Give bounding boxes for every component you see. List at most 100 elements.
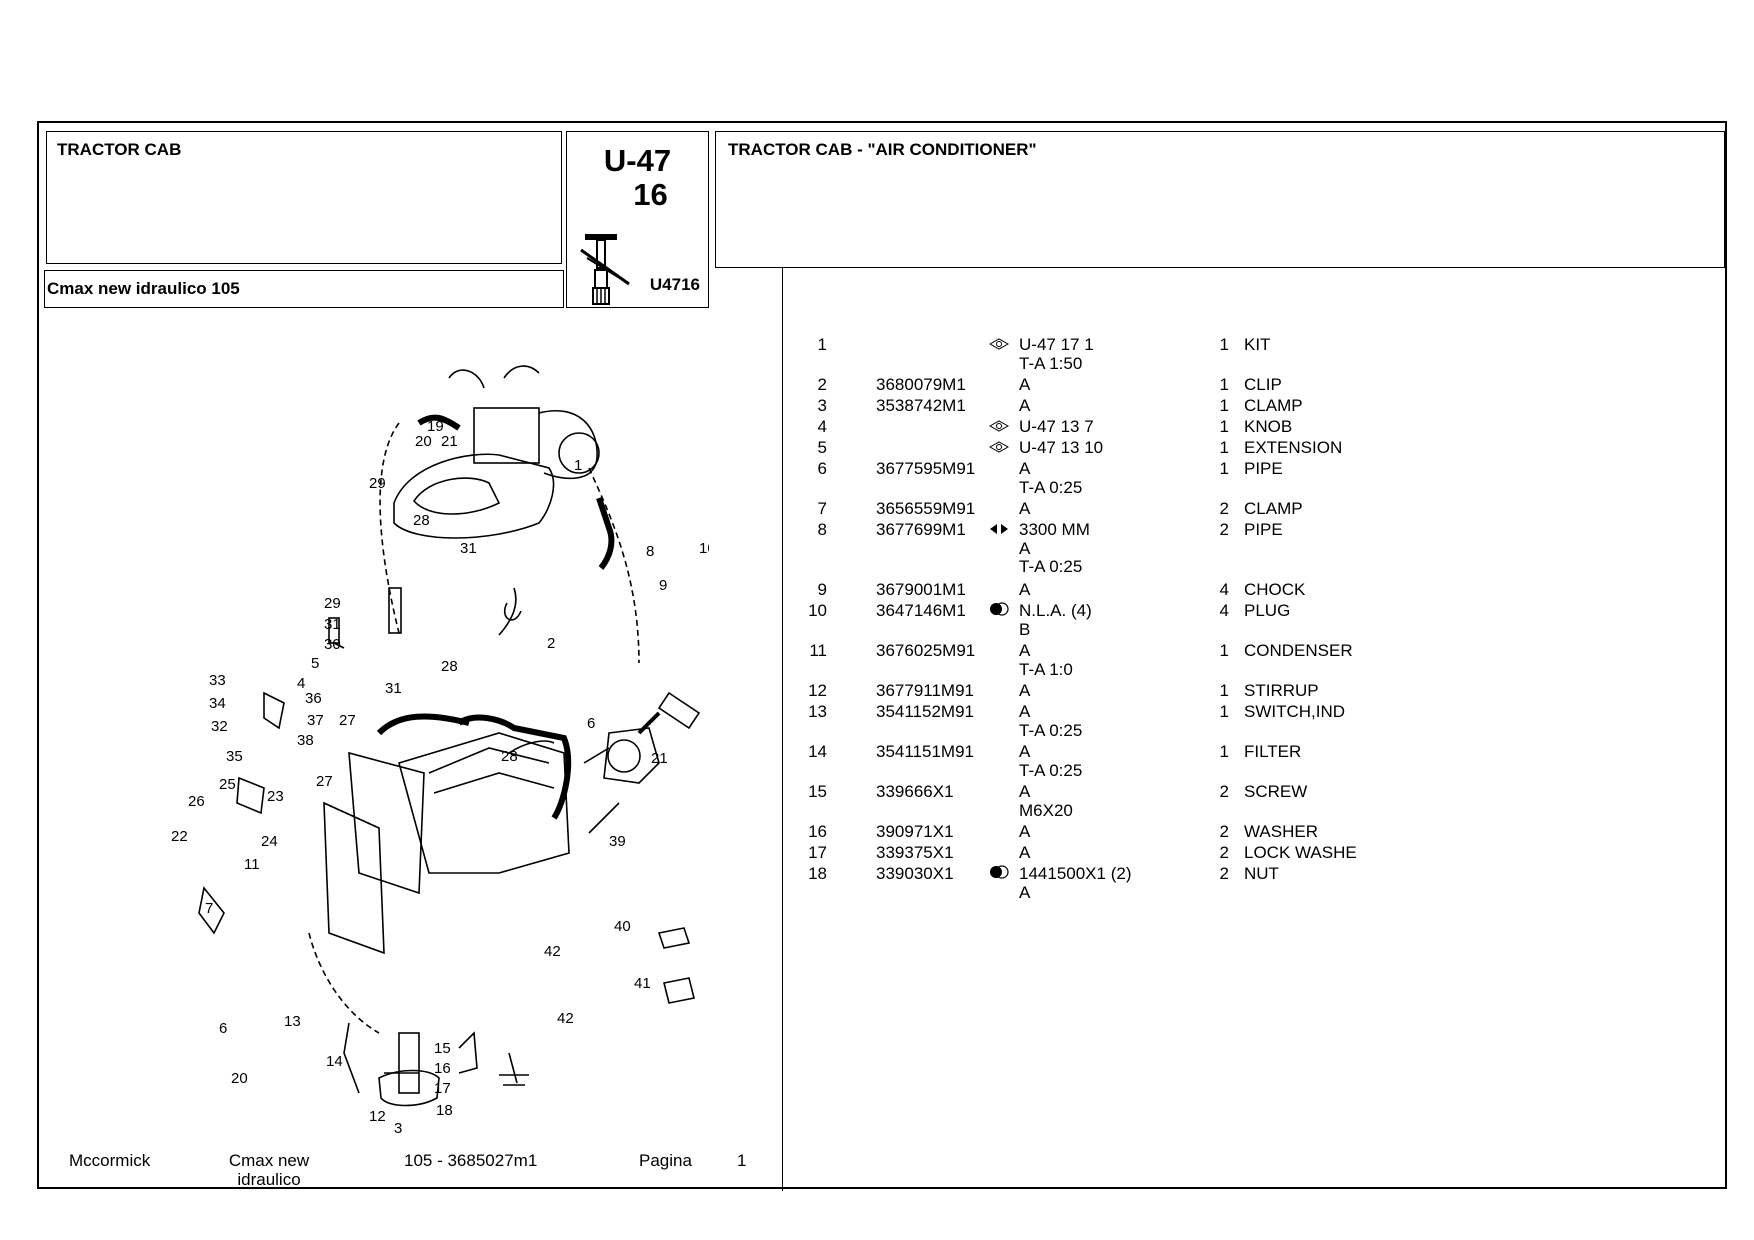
group-code: U-47 16 bbox=[567, 144, 708, 212]
replacement-icon bbox=[987, 601, 1011, 621]
section-title: TRACTOR CAB bbox=[46, 131, 562, 264]
part-note: T-A 1:0 bbox=[1019, 660, 1073, 679]
item-number: 11 bbox=[809, 641, 827, 660]
callout-label: 24 bbox=[261, 833, 278, 850]
callout-label: 33 bbox=[209, 672, 226, 689]
callout-label: 39 bbox=[609, 833, 626, 850]
part-number: 3647146M1 bbox=[876, 601, 966, 620]
part-quantity: 1 bbox=[1219, 742, 1229, 761]
part-description: CONDENSER bbox=[1244, 641, 1353, 660]
callout-label: 30 bbox=[324, 636, 341, 653]
part-quantity: 1 bbox=[1219, 438, 1229, 457]
callout-label: 14 bbox=[326, 1053, 343, 1070]
part-description: STIRRUP bbox=[1244, 681, 1319, 700]
column-divider bbox=[782, 267, 783, 1191]
part-description: CLIP bbox=[1244, 375, 1282, 394]
part-number: 339375X1 bbox=[876, 843, 954, 862]
callout-label: 18 bbox=[436, 1102, 453, 1119]
part-number: 3677595M91 bbox=[876, 459, 976, 478]
callout-label: 2 bbox=[547, 635, 555, 652]
part-reference: 1441500X1 (2) bbox=[1019, 864, 1132, 883]
part-description: CLAMP bbox=[1244, 499, 1303, 518]
item-number: 18 bbox=[808, 864, 827, 883]
callout-label: 36 bbox=[305, 690, 322, 707]
callout-label: 10 bbox=[699, 540, 709, 557]
part-number: 339030X1 bbox=[876, 864, 954, 883]
part-number: 3680079M1 bbox=[876, 375, 966, 394]
callout-label: 15 bbox=[434, 1040, 451, 1057]
part-number: 3677699M1 bbox=[876, 520, 966, 539]
footer-page-number: 1 bbox=[737, 1151, 747, 1170]
replacement-icon bbox=[987, 864, 1011, 884]
part-note: T-A 0:25 bbox=[1019, 557, 1083, 576]
callout-label: 22 bbox=[171, 828, 188, 845]
part-description: EXTENSION bbox=[1244, 438, 1343, 457]
part-quantity: 4 bbox=[1219, 580, 1229, 599]
part-reference: A bbox=[1019, 843, 1031, 862]
callout-label: 38 bbox=[297, 732, 314, 749]
callout-label: 8 bbox=[646, 543, 654, 560]
callout-label: 5 bbox=[311, 655, 319, 672]
group-code-box: U-47 16 U4716 bbox=[566, 131, 709, 308]
part-quantity: 2 bbox=[1219, 822, 1229, 841]
callout-label: 6 bbox=[219, 1020, 227, 1037]
callout-label: 17 bbox=[434, 1080, 451, 1097]
part-number: 339666X1 bbox=[876, 782, 954, 801]
part-reference: A bbox=[1019, 822, 1031, 841]
callout-label: 1 bbox=[574, 457, 582, 474]
item-number: 13 bbox=[808, 702, 827, 721]
group-code-sub: 16 bbox=[633, 177, 668, 212]
part-reference: U-47 17 1 bbox=[1019, 335, 1094, 354]
callout-label: 4 bbox=[297, 675, 305, 692]
part-reference: A bbox=[1019, 499, 1031, 518]
callout-label: 16 bbox=[434, 1060, 451, 1077]
callout-label: 20 bbox=[231, 1070, 248, 1087]
view-reference-icon bbox=[987, 438, 1011, 458]
part-quantity: 2 bbox=[1219, 843, 1229, 862]
part-quantity: 1 bbox=[1219, 641, 1229, 660]
group-code-main: U-47 bbox=[603, 143, 672, 178]
part-note: A bbox=[1019, 883, 1031, 902]
part-quantity: 2 bbox=[1219, 864, 1229, 883]
part-number: 3677911M91 bbox=[876, 681, 974, 700]
part-description: PIPE bbox=[1244, 520, 1283, 539]
item-number: 2 bbox=[817, 375, 827, 394]
part-reference: U-47 13 10 bbox=[1019, 438, 1104, 457]
part-reference: A bbox=[1019, 641, 1031, 660]
callout-label: 40 bbox=[614, 918, 631, 935]
illustration-code: U4716 bbox=[649, 275, 700, 294]
callout-label: 9 bbox=[659, 577, 667, 594]
exploded-parts-diagram: 19 20 21 1 29 28 31 8 10 9 29 31 30 5 28… bbox=[171, 365, 709, 1133]
item-number: 9 bbox=[817, 580, 827, 599]
item-number: 3 bbox=[817, 396, 827, 415]
part-reference: A bbox=[1019, 742, 1031, 761]
callout-label: 27 bbox=[316, 773, 333, 790]
part-reference: A bbox=[1019, 782, 1031, 801]
model-subtitle: Cmax new idraulico 105 bbox=[44, 270, 564, 308]
callout-label: 29 bbox=[369, 475, 386, 492]
part-quantity: 1 bbox=[1219, 702, 1229, 721]
part-description: SWITCH,IND bbox=[1244, 702, 1346, 721]
part-note: T-A 1:50 bbox=[1019, 354, 1083, 373]
part-quantity: 1 bbox=[1219, 681, 1229, 700]
callout-label: 31 bbox=[385, 680, 402, 697]
callout-label: 12 bbox=[369, 1108, 386, 1125]
part-quantity: 1 bbox=[1219, 417, 1229, 436]
part-description: NUT bbox=[1244, 864, 1279, 883]
part-description: KIT bbox=[1244, 335, 1271, 354]
callout-label: 28 bbox=[501, 748, 518, 765]
part-note: T-A 0:25 bbox=[1019, 721, 1083, 740]
callout-label: 7 bbox=[205, 900, 213, 917]
callout-label: 41 bbox=[634, 975, 651, 992]
part-description: LOCK WASHE bbox=[1244, 843, 1357, 862]
part-reference: U-47 13 7 bbox=[1019, 417, 1094, 436]
item-number: 15 bbox=[808, 782, 827, 801]
part-number: 390971X1 bbox=[876, 822, 954, 841]
page-title: TRACTOR CAB - "AIR CONDITIONER" bbox=[715, 131, 1725, 268]
length-arrows-icon bbox=[987, 520, 1011, 540]
part-note: T-A 0:25 bbox=[1019, 761, 1083, 780]
callout-label: 21 bbox=[441, 433, 458, 450]
part-quantity: 1 bbox=[1219, 459, 1229, 478]
footer-model-line2: idraulico bbox=[237, 1170, 301, 1189]
footer-model-line1: Cmax new bbox=[228, 1151, 310, 1170]
